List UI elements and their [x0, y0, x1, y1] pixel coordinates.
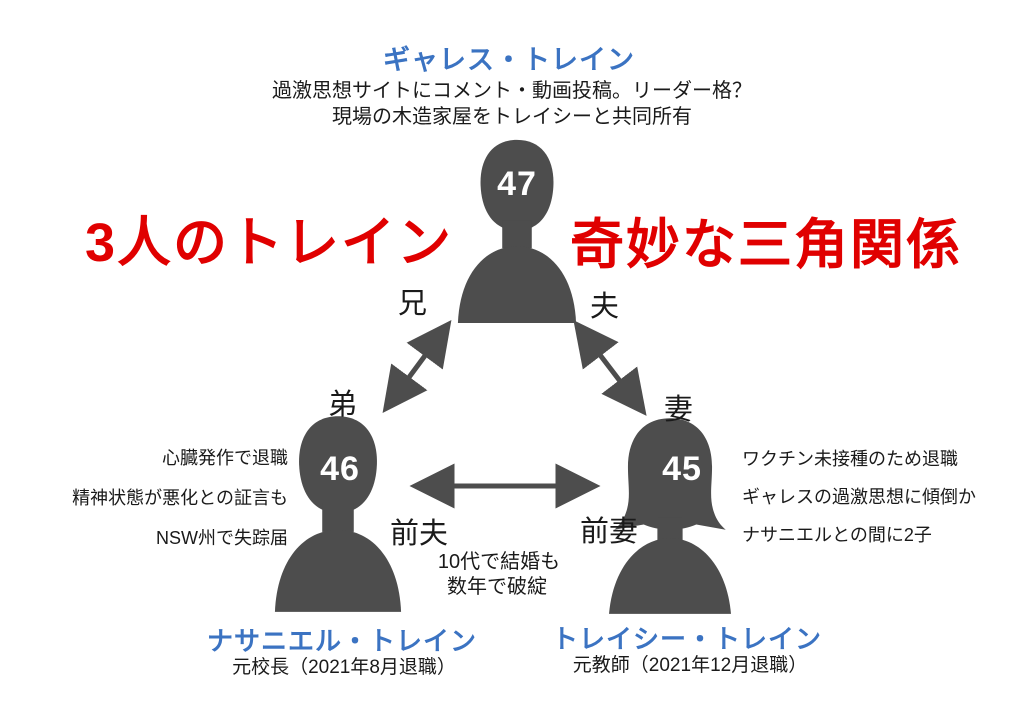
- left-person-subtitle: 元校長（2021年8月退職）: [232, 657, 456, 678]
- marriage-note-line1: 10代で結婚も: [437, 551, 561, 573]
- right-person-subtitle: 元教師（2021年12月退職）: [572, 655, 808, 676]
- relation-label-husband: 夫: [590, 291, 620, 323]
- headline-left: 3人のトレイン: [85, 213, 454, 273]
- top-person-desc-line2: 現場の木造家屋をトレイシーと共同所有: [332, 106, 692, 128]
- arrow-top-left-icon: [382, 319, 452, 414]
- top-person-name: ギャレス・トレイン: [383, 45, 635, 75]
- left-person-note-1: 心臓発作で退職: [162, 448, 288, 468]
- right-person-note-2: ギャレスの過激思想に傾倒か: [742, 487, 976, 507]
- relation-label-wife: 妻: [664, 394, 694, 426]
- right-person-name: トレイシー・トレイン: [551, 624, 823, 654]
- top-person-age: 47: [497, 165, 537, 203]
- arrow-top-right-icon: [573, 320, 647, 416]
- right-person-note-1: ワクチン未接種のため退職: [742, 449, 958, 469]
- right-person-note-3: ナサニエルとの間に2子: [742, 525, 932, 545]
- right-person-age: 45: [662, 450, 702, 488]
- headline-right: 奇妙な三角関係: [570, 215, 962, 275]
- marriage-note-line2: 数年で破綻: [447, 576, 547, 598]
- relation-label-ex-wife: 前妻: [580, 516, 639, 548]
- left-person-note-3: NSW州で失踪届: [156, 528, 288, 548]
- right-person-female-silhouette-icon: [595, 412, 745, 617]
- relation-label-younger-brother: 弟: [328, 389, 358, 421]
- left-person-note-2: 精神状態が悪化との証言も: [72, 488, 288, 508]
- left-person-name: ナサニエル・トレイン: [206, 626, 478, 656]
- left-person-male-silhouette-icon: [263, 410, 413, 615]
- relation-label-ex-husband: 前夫: [390, 518, 449, 550]
- relation-label-older-brother: 兄: [398, 288, 428, 320]
- top-person-male-silhouette-icon: [448, 134, 586, 326]
- left-person-age: 46: [320, 450, 360, 488]
- top-person-desc-line1: 過激思想サイトにコメント・動画投稿。リーダー格？: [272, 80, 752, 102]
